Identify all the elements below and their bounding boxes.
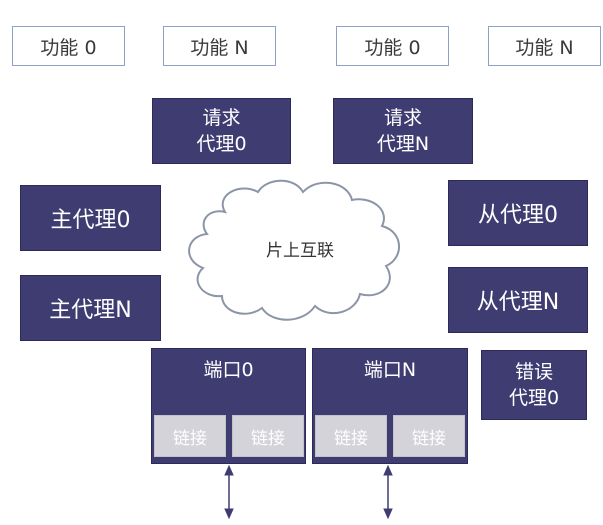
request-agent-line1: 请求 [383, 107, 422, 129]
request-agent-0: 请求 代理0 [152, 98, 291, 164]
link-box: 链接 [232, 415, 304, 457]
slave-agent-label: 从代理0 [478, 203, 558, 228]
function-box-0-left: 功能 0 [12, 26, 125, 66]
function-label: 功能 N [190, 36, 249, 59]
link-label: 链接 [173, 428, 207, 449]
function-box-n-left: 功能 N [163, 26, 276, 66]
link-label: 链接 [412, 428, 446, 449]
master-agent-0: 主代理0 [20, 185, 161, 251]
port-n: 端口N 链接 链接 [312, 348, 468, 464]
request-agent-line2: 代理N [376, 133, 430, 155]
slave-agent-0: 从代理0 [448, 180, 588, 246]
slave-agent-n: 从代理N [448, 267, 588, 333]
port-label: 端口N [363, 359, 417, 381]
function-box-n-right: 功能 N [488, 26, 601, 66]
link-box: 链接 [154, 415, 226, 457]
link-box: 链接 [393, 415, 465, 457]
link-label: 链接 [251, 428, 285, 449]
function-label: 功能 0 [364, 36, 421, 59]
link-box: 链接 [315, 415, 387, 457]
port-0: 端口0 链接 链接 [151, 348, 306, 464]
interconnect-label: 片上互联 [266, 241, 334, 261]
bidirectional-arrow-port-0 [224, 464, 234, 520]
master-agent-label: 主代理0 [50, 208, 131, 233]
request-agent-n: 请求 代理N [333, 98, 473, 164]
function-label: 功能 0 [40, 36, 97, 59]
slave-agent-label: 从代理N [476, 290, 560, 315]
function-box-0-right: 功能 0 [336, 26, 449, 66]
error-agent-line1: 错误 [514, 361, 553, 383]
request-agent-line2: 代理0 [196, 133, 247, 155]
error-agent-line2: 代理0 [508, 387, 560, 409]
link-label: 链接 [334, 428, 368, 449]
bidirectional-arrow-port-n [383, 464, 393, 520]
master-agent-label: 主代理N [49, 298, 132, 323]
error-agent-0: 错误 代理0 [481, 350, 587, 420]
interconnect-cloud-shape [188, 179, 400, 321]
port-label: 端口0 [203, 359, 254, 381]
function-label: 功能 N [515, 36, 574, 59]
request-agent-line1: 请求 [202, 107, 241, 129]
master-agent-n: 主代理N [20, 275, 161, 341]
